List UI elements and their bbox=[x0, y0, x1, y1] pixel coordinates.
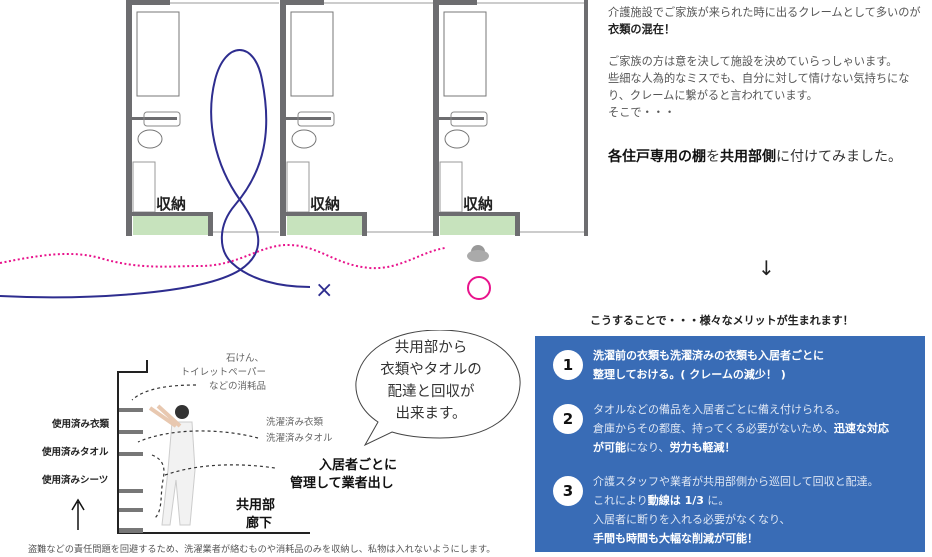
merit-number: 1 bbox=[553, 350, 583, 380]
used-towels-label: 使用済みタオル bbox=[42, 447, 109, 458]
headline-bold-1: 各住戸専用の棚 bbox=[608, 149, 706, 165]
intro-emphasis: 衣類の混在！ bbox=[608, 23, 676, 36]
merit-2-bold3: 労力も軽減！ bbox=[669, 441, 736, 454]
intro-p2-line2: 些細な人為的なミスでも、自分に対して情けない気持ちになり、クレームに繋がると言わ… bbox=[608, 72, 910, 102]
merit-3-line3: 入居者に断りを入れる必要がなくなり、 bbox=[593, 513, 791, 526]
down-arrow-icon: ↓ bbox=[758, 256, 775, 280]
merit-2-line1: タオルなどの備品を入居者ごとに備え付けられる。 bbox=[593, 403, 846, 416]
inefficient-route-line bbox=[0, 49, 311, 299]
merit-number: 2 bbox=[553, 404, 583, 434]
manage-l2: 管理して業者出し bbox=[290, 476, 394, 491]
sink-icon bbox=[143, 111, 181, 127]
merit-2-bold1: 迅速な対応 bbox=[833, 422, 889, 435]
consumables-l3: などの消耗品 bbox=[208, 381, 266, 392]
bed-icon bbox=[290, 11, 334, 97]
merits-heading: こうすることで・・・様々なメリットが生まれます！ bbox=[590, 314, 854, 327]
efficient-route-line bbox=[0, 243, 446, 270]
headline: 各住戸専用の棚を共用部側に付けてみました。 bbox=[608, 146, 902, 166]
headline-text-2: に付けてみました。 bbox=[776, 149, 902, 165]
speech-bubble-text: 共用部から 衣類やタオルの 配達と回収が 出来ます。 bbox=[364, 337, 498, 425]
used-sheets-label: 使用済みシーツ bbox=[42, 475, 109, 486]
corridor-l2: 廊下 bbox=[246, 516, 273, 531]
room-unit: 収納 bbox=[280, 0, 433, 236]
merit-item-3: 3 介護スタッフや業者が共用部側から巡回して回収と配達。これにより動線は 1/3… bbox=[553, 472, 913, 548]
merit-2-bold2: が可能 bbox=[593, 441, 626, 454]
merit-2-line3: になり、 bbox=[626, 441, 670, 454]
storage-shelf bbox=[287, 216, 362, 235]
bubble-outline bbox=[355, 330, 521, 447]
shelves bbox=[119, 408, 143, 533]
merit-1-line2: 整理しておける。( クレームの減少！ ) bbox=[593, 368, 786, 381]
footnote: 盗難などの責任問題を回避するため、洗濯業者が絡むものや消耗品のみを収納し、私物は… bbox=[28, 544, 496, 555]
corridor-l1: 共用部 bbox=[236, 498, 276, 513]
merit-3-line1: 介護スタッフや業者が共用部側から巡回して回収と配達。 bbox=[593, 475, 879, 488]
manage-l1: 入居者ごとに bbox=[318, 458, 397, 473]
bubble-l2: 衣類やタオルの bbox=[380, 362, 482, 378]
consumables-arrow bbox=[131, 384, 197, 401]
toilet-icon bbox=[137, 129, 163, 149]
intro-p1: 介護施設でご家族が来られた時に出るクレームとして多いのが bbox=[608, 6, 921, 19]
washed-l2: 洗濯済みタオル bbox=[266, 433, 333, 444]
merit-item-1: 1 洗濯前の衣類も洗濯済みの衣類も入居者ごとに整理しておける。( クレームの減少… bbox=[553, 346, 913, 384]
merit-3-bold1: 動線は 1/3 bbox=[647, 494, 704, 507]
merit-1-line1: 洗濯前の衣類も洗濯済みの衣類も入居者ごとに bbox=[593, 349, 824, 362]
vendor-arrow bbox=[164, 464, 276, 476]
bubble-l4: 出来ます。 bbox=[395, 406, 467, 422]
intro-text: 介護施設でご家族が来られた時に出るクレームとして多いのが衣類の混在！ ご家族の方… bbox=[608, 4, 928, 136]
intro-p2-line3: そこで・・・ bbox=[608, 106, 676, 119]
nurse-figure bbox=[148, 404, 196, 526]
consumables-label: 石けん、 bbox=[206, 352, 264, 366]
merit-number: 3 bbox=[553, 476, 583, 506]
used-down-arrow bbox=[151, 454, 165, 519]
bed-icon bbox=[443, 11, 487, 97]
bed-icon bbox=[136, 11, 180, 97]
merit-3-line2-end: に。 bbox=[703, 494, 730, 507]
headline-text-1: を bbox=[706, 149, 720, 165]
merit-2-line2: 倉庫からその都度、持ってくる必要がないため、 bbox=[593, 422, 834, 435]
storage-shelf bbox=[133, 216, 208, 235]
storage-label: 収納 bbox=[310, 195, 340, 213]
room-unit: 収納 bbox=[126, 0, 279, 236]
room-unit: 収納 bbox=[433, 0, 586, 236]
consumables-l2: トイレットペーパー bbox=[180, 367, 266, 378]
merit-3-line2: これにより bbox=[593, 494, 648, 507]
floor-plan: 収納 収納 収納 × bbox=[0, 0, 588, 303]
washed-arrow bbox=[137, 430, 259, 443]
toilet-icon bbox=[444, 129, 470, 149]
storage-label: 収納 bbox=[156, 195, 186, 213]
sink-icon bbox=[450, 111, 488, 127]
sink-icon bbox=[297, 111, 335, 127]
bad-route-marker: × bbox=[315, 278, 333, 303]
merit-item-2: 2 タオルなどの備品を入居者ごとに備え付けられる。倉庫からその都度、持ってくる必… bbox=[553, 400, 913, 457]
washed-l1: 洗濯済み衣類 bbox=[266, 417, 324, 428]
merits-panel: 1 洗濯前の衣類も洗濯済みの衣類も入居者ごとに整理しておける。( クレームの減少… bbox=[535, 336, 925, 552]
storage-shelf bbox=[440, 216, 515, 235]
shelf-diagram bbox=[71, 330, 521, 534]
merit-3-line4: 手間も時間も大幅な削減が可能！ bbox=[593, 532, 758, 545]
headline-bold-2: 共用部側 bbox=[720, 149, 776, 165]
bubble-l3: 配達と回収が bbox=[387, 384, 475, 400]
consumables-l1: 石けん、 bbox=[225, 353, 264, 364]
used-clothes-label: 使用済み衣類 bbox=[52, 419, 110, 430]
staff-person-icon bbox=[467, 245, 489, 262]
intro-p2-line1: ご家族の方は意を決して施設を決めていらっしゃいます。 bbox=[608, 55, 898, 68]
up-arrow-icon bbox=[71, 498, 85, 530]
storage-label: 収納 bbox=[463, 195, 493, 213]
good-route-marker bbox=[467, 276, 491, 300]
bubble-l1: 共用部から bbox=[394, 340, 468, 356]
toilet-icon bbox=[291, 129, 317, 149]
wall-line bbox=[117, 360, 310, 534]
